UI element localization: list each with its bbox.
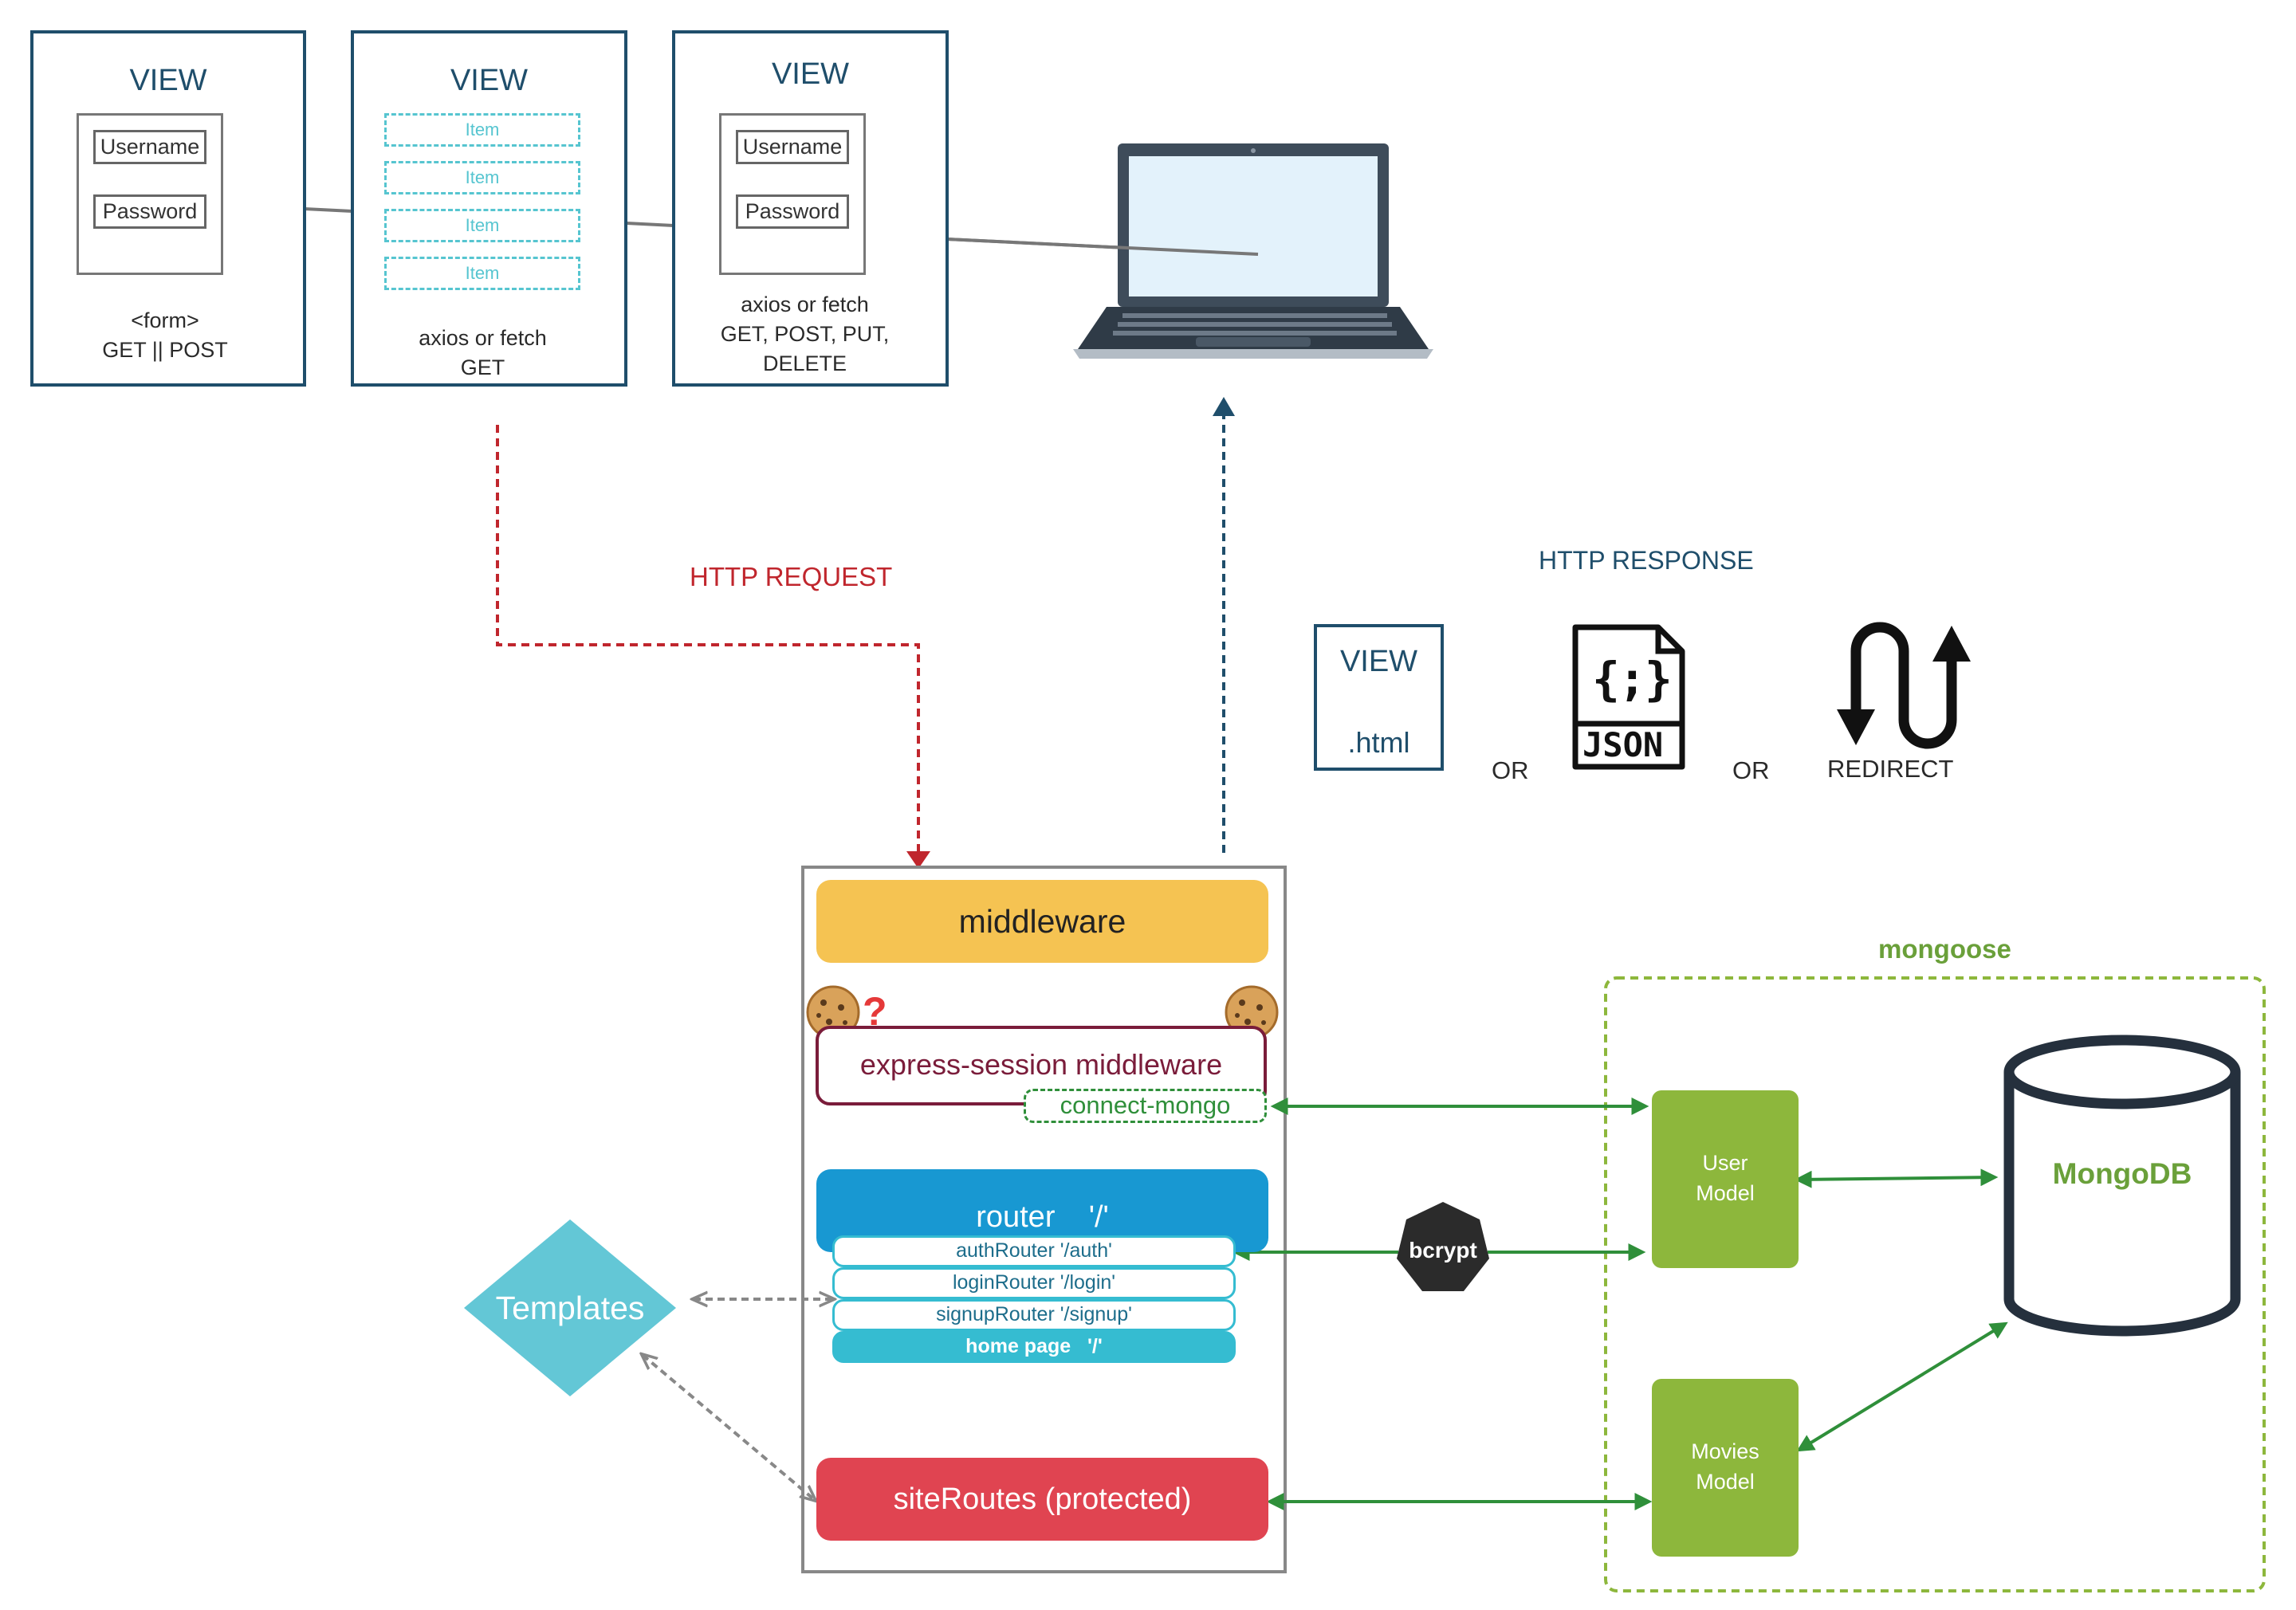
list-item: Item	[384, 257, 580, 290]
user-model-to-db-arrow	[1794, 1168, 1999, 1188]
templates-label: Templates	[495, 1290, 645, 1326]
bcrypt-label: bcrypt	[1409, 1238, 1477, 1262]
view-title: VIEW	[1339, 645, 1418, 678]
view-title: VIEW	[450, 64, 529, 97]
session-middleware-label: express-session middleware	[859, 1048, 1223, 1081]
middleware-block: middleware	[816, 880, 1268, 963]
redirect-icon	[1837, 622, 1971, 749]
movies-model-to-db-arrow	[1796, 1321, 2008, 1452]
cookie-icon	[806, 985, 860, 1039]
view-title: VIEW	[771, 57, 850, 91]
templates-to-site-routes-arrow	[643, 1355, 815, 1500]
phone-mockup: Username Password	[719, 113, 866, 275]
http-response-arrowhead	[1213, 397, 1235, 416]
caption-line: GET || POST	[102, 338, 228, 362]
view-caption: <form> GET || POST	[27, 306, 303, 365]
password-field[interactable]: Password	[736, 194, 849, 229]
list-item: Item	[384, 161, 580, 194]
home-page-item: home page '/'	[832, 1331, 1236, 1363]
auth-router-item: authRouter '/auth'	[832, 1235, 1236, 1267]
view-caption: axios or fetch GET, POST, PUT, DELETE	[664, 290, 946, 379]
view-panel-list: VIEW Item Item Item Item axios or fetch …	[351, 30, 627, 387]
templates-diamond	[464, 1219, 676, 1396]
movies-model-block: Movies Model	[1652, 1379, 1799, 1557]
login-router-item: loginRouter '/login'	[832, 1267, 1236, 1299]
model-label-line: Model	[1696, 1470, 1755, 1494]
model-label-line: Movies	[1691, 1439, 1759, 1463]
html-extension-label: .html	[1347, 726, 1410, 759]
username-field[interactable]: Username	[736, 130, 849, 164]
http-request-path	[496, 425, 920, 851]
list-item: Item	[384, 113, 580, 147]
caption-line: GET, POST, PUT,	[720, 322, 890, 346]
response-view-box: VIEW .html	[1314, 624, 1444, 771]
caption-line: DELETE	[762, 351, 847, 375]
mongoose-label: mongoose	[1878, 934, 2011, 964]
or-label: OR	[1492, 756, 1529, 784]
mongodb-cylinder	[2003, 1035, 2241, 1337]
password-field[interactable]: Password	[93, 194, 206, 229]
list-item: Item	[384, 209, 580, 242]
caption-line: <form>	[131, 308, 199, 332]
user-model-block: User Model	[1652, 1090, 1799, 1268]
or-label: OR	[1732, 756, 1770, 784]
caption-line: axios or fetch	[419, 326, 547, 350]
bcrypt-shape	[1397, 1202, 1489, 1291]
view-link-line-2	[626, 222, 674, 227]
http-response-label: HTTP RESPONSE	[1539, 546, 1754, 575]
view-caption: axios or fetch GET	[341, 324, 624, 383]
view-link-line-1	[304, 207, 353, 213]
site-routes-block: siteRoutes (protected)	[816, 1458, 1268, 1541]
username-field[interactable]: Username	[93, 130, 206, 164]
signup-router-item: signupRouter '/signup'	[832, 1299, 1236, 1331]
caption-line: GET	[460, 355, 505, 379]
model-label-line: Model	[1696, 1181, 1755, 1205]
view-panel-form: VIEW Username Password <form> GET || POS…	[30, 30, 306, 387]
redirect-label: REDIRECT	[1827, 755, 1954, 783]
phone-mockup: Username Password	[77, 113, 223, 275]
caption-line: axios or fetch	[741, 293, 869, 316]
mongodb-label: MongoDB	[2052, 1157, 2192, 1190]
connect-mongo-badge: connect-mongo	[1024, 1089, 1267, 1123]
view-title: VIEW	[129, 64, 207, 97]
json-label: JSON	[1582, 725, 1664, 764]
http-request-arrowhead	[906, 851, 930, 869]
laptop-icon	[946, 143, 1433, 359]
view-panel-crud: VIEW Username Password axios or fetch GE…	[672, 30, 949, 387]
http-request-label: HTTP REQUEST	[690, 562, 893, 591]
json-file-icon	[1572, 624, 1685, 770]
json-braces-glyph: {;}	[1592, 652, 1673, 706]
model-label-line: User	[1702, 1151, 1748, 1175]
mongoose-container	[1604, 976, 2266, 1592]
